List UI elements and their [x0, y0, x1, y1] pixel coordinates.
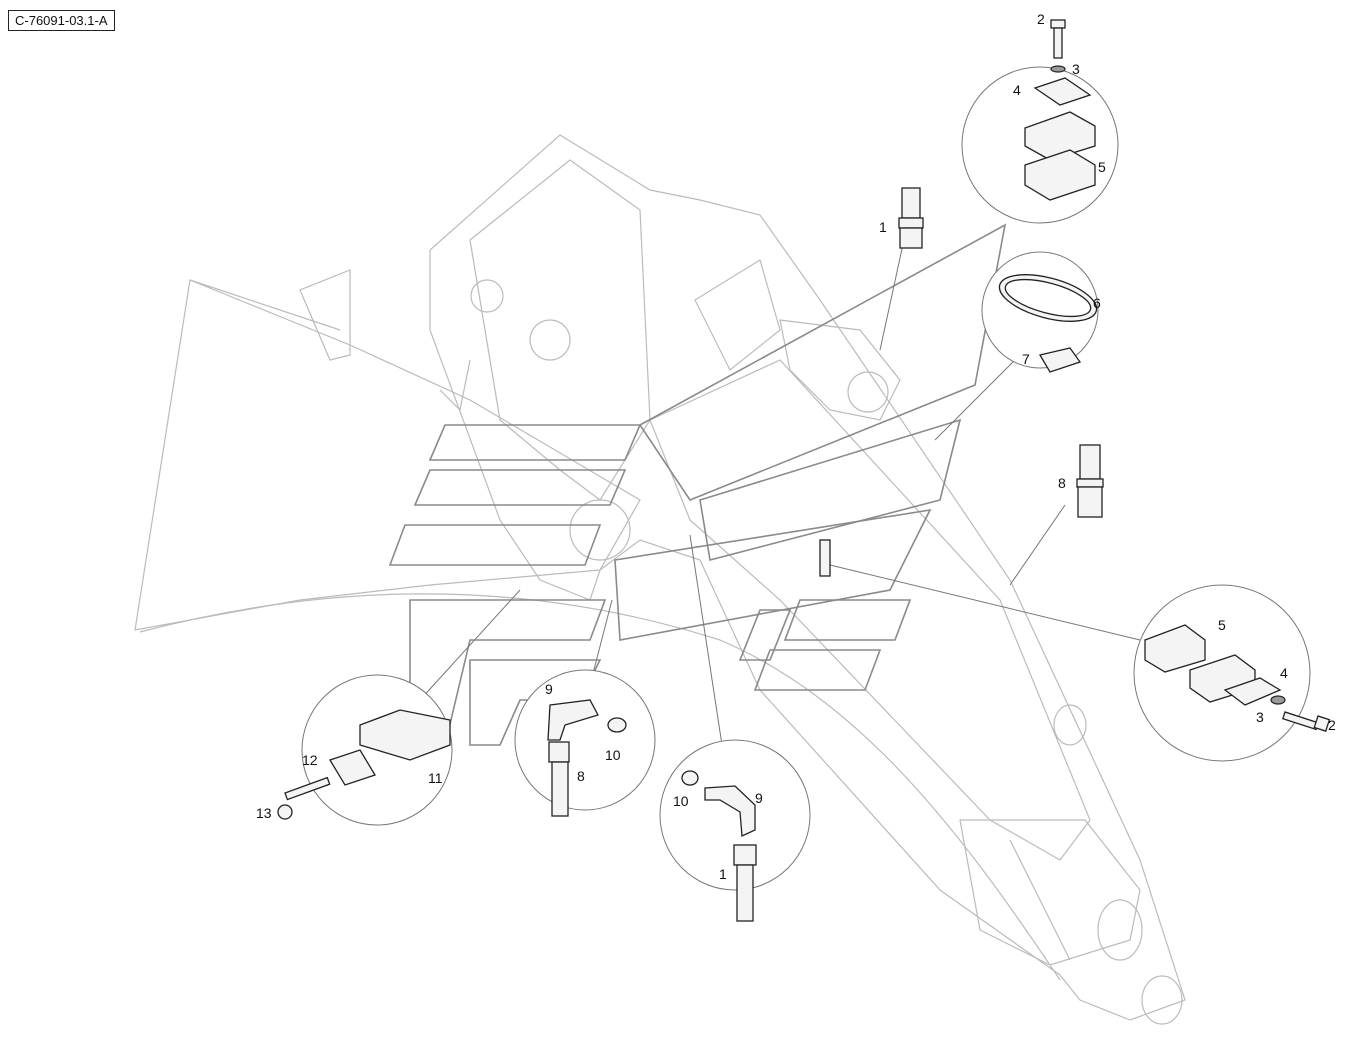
callout-circle-elbow-center	[514, 669, 656, 811]
label-top-bolt: 2	[1037, 11, 1045, 27]
callout-labels: 2 3 4 5 1 6 7 8 5 4 3 2 12 11 13 9 10 8 …	[256, 11, 1336, 882]
label-lower-elbow: 9	[755, 790, 763, 806]
label-lower-fitting: 1	[719, 866, 727, 882]
label-right-plate: 4	[1280, 665, 1288, 681]
label-top-clamp: 5	[1098, 159, 1106, 175]
label-right-bolt: 2	[1328, 717, 1336, 733]
label-hose-clamp: 6	[1093, 295, 1101, 311]
label-top-plate: 4	[1013, 82, 1021, 98]
leader-lines	[419, 234, 1141, 746]
label-hose-insert: 7	[1022, 351, 1030, 367]
label-right-washer: 3	[1256, 709, 1264, 725]
elbow-center-parts	[547, 699, 627, 817]
label-center-seal: 10	[605, 747, 621, 763]
label-center-elbow: 9	[545, 681, 553, 697]
watermark-logo	[388, 223, 1007, 746]
blade-outline	[134, 269, 1061, 981]
figure-id-label: C-76091-03.1-A	[8, 10, 115, 31]
label-fitting-right: 8	[1058, 475, 1066, 491]
label-left-clamp: 11	[428, 770, 443, 786]
hose-clamp-parts	[998, 274, 1098, 373]
label-center-fitting: 8	[577, 768, 585, 784]
fitting-top	[898, 187, 924, 249]
right-clamp-parts	[819, 539, 1331, 732]
callout-circle-elbow-lower	[659, 739, 811, 891]
fitting-right	[1076, 444, 1104, 518]
label-left-plate: 12	[302, 752, 318, 768]
label-left-bolt: 13	[256, 805, 272, 821]
left-clamp-parts	[277, 709, 451, 820]
top-right-clamp-parts	[1024, 19, 1096, 201]
label-fitting-top: 1	[879, 219, 887, 235]
label-lower-seal: 10	[673, 793, 689, 809]
label-top-washer: 3	[1072, 61, 1080, 77]
label-right-clamp: 5	[1218, 617, 1226, 633]
elbow-lower-parts	[681, 770, 757, 922]
